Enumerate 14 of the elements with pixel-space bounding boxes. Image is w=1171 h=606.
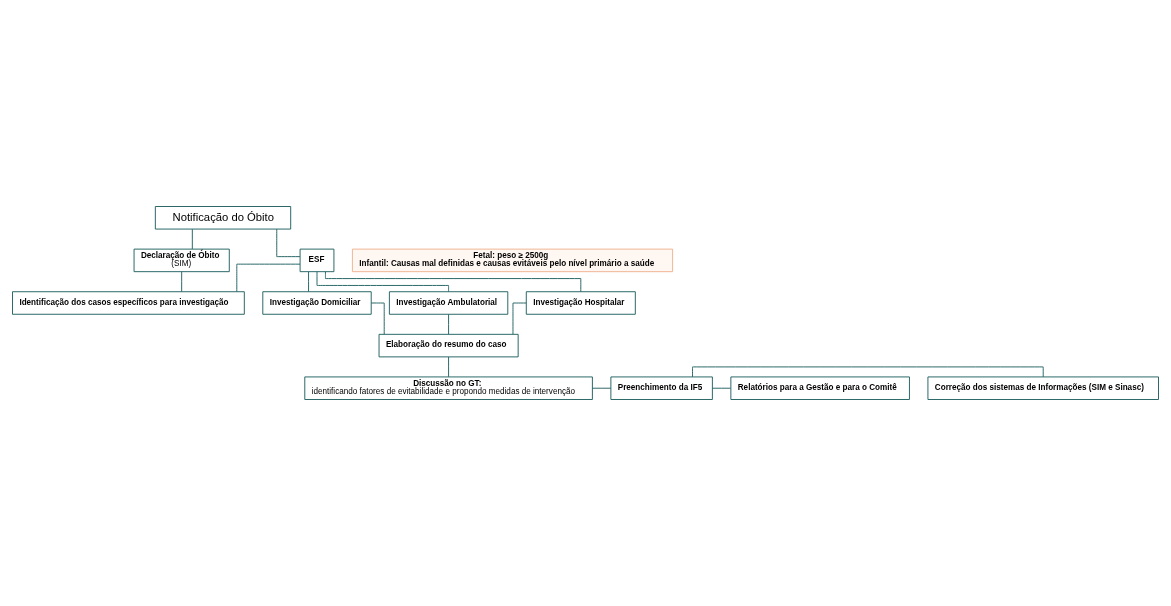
connector: [448, 356, 450, 378]
connector: [181, 271, 183, 293]
connector: [316, 271, 450, 293]
connector: [191, 228, 193, 250]
connector: [276, 228, 301, 258]
connector: [236, 263, 301, 293]
connector: [692, 366, 1044, 378]
node-box: Notificação do Óbito: [154, 206, 292, 230]
connector: [711, 387, 732, 389]
connector: [370, 302, 385, 335]
connector: [308, 271, 310, 293]
connector: [448, 313, 450, 335]
connector: [592, 387, 612, 389]
connector: [512, 302, 527, 335]
